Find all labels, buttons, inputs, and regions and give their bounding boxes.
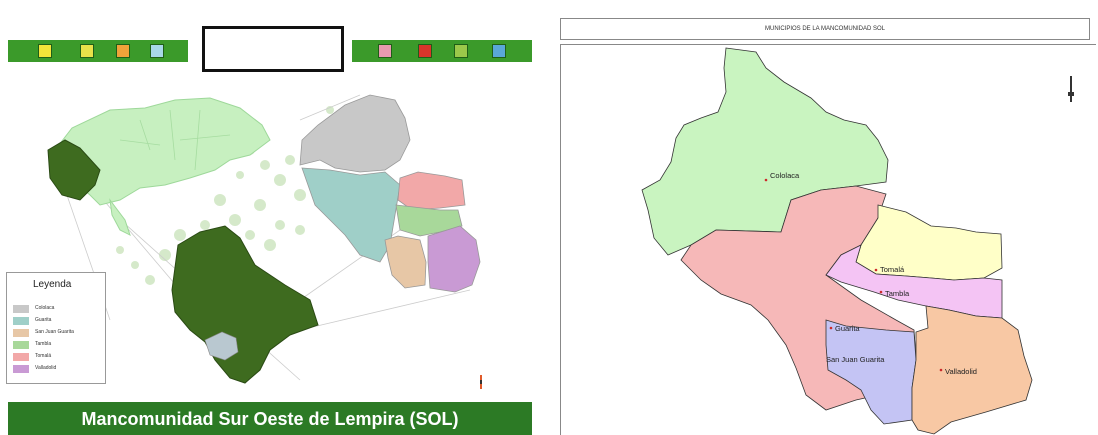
help-icon[interactable] [492, 44, 506, 58]
municipality-tomala[interactable] [855, 204, 1003, 281]
municipalities-map-panel: MUNICIPIOS DE LA MANCOMUNIDAD SOL Colola… [556, 0, 1098, 435]
legend-title: Leyenda [33, 279, 72, 290]
lempira-department-small [47, 139, 101, 201]
toolbar-left [8, 40, 188, 62]
zoom-valladolid [427, 225, 481, 293]
label-san-juan-guarita: San Juan Guarita [826, 355, 885, 364]
legend-item-valladolid: Valladolid [13, 365, 103, 375]
toolbar-right [352, 40, 532, 62]
legend-swatch [13, 353, 29, 361]
overview-map-panel: Leyenda Cololaca Guarita San Juan Guarit… [0, 0, 540, 435]
label-cololaca: Cololaca [770, 171, 800, 180]
town-markers [764, 178, 943, 372]
legend-label: San Juan Guarita [35, 329, 74, 335]
map-title-box: MUNICIPIOS DE LA MANCOMUNIDAD SOL [560, 18, 1090, 40]
legend-swatch [13, 329, 29, 337]
footer-banner: Mancomunidad Sur Oeste de Lempira (SOL) [8, 402, 532, 435]
legend-item-guarita: Guarita [13, 317, 103, 327]
zoom-guarita [301, 167, 401, 263]
legend-label: Tomalá [35, 353, 52, 359]
north-arrow-icon [480, 375, 482, 389]
zoom-tomala [397, 171, 466, 211]
legend-label: Cololaca [35, 305, 55, 311]
overview-map-svg[interactable] [0, 0, 540, 400]
lempira-department-large [171, 225, 319, 384]
scale-bar-icon [1068, 76, 1074, 102]
legend-label: Guarita [35, 317, 52, 323]
legend-swatch [13, 365, 29, 373]
label-guarita: Guarita [835, 324, 860, 333]
municipalities-map-svg[interactable]: Cololaca Tomalá Tambla Guarita San Juan … [556, 0, 1098, 435]
legend-label: Tambla [35, 341, 52, 347]
footer-title: Mancomunidad Sur Oeste de Lempira (SOL) [81, 409, 459, 429]
marker-icon[interactable] [418, 44, 432, 58]
sol-highlight-small [204, 331, 239, 361]
zoom-cololaca [299, 94, 411, 173]
legend-swatch [13, 317, 29, 325]
legend-item-san-juan-guarita: San Juan Guarita [13, 329, 103, 339]
legend-item-cololaca: Cololaca [13, 305, 103, 315]
print-icon[interactable] [116, 44, 130, 58]
title-placeholder-box [202, 26, 344, 72]
label-tomala: Tomalá [880, 265, 905, 274]
layer-icon[interactable] [38, 44, 52, 58]
map-title: MUNICIPIOS DE LA MANCOMUNIDAD SOL [764, 26, 886, 32]
save-icon[interactable] [454, 44, 468, 58]
honduras-outline [54, 97, 271, 236]
legend-item-tambla: Tambla [13, 341, 103, 351]
label-tambla: Tambla [885, 289, 910, 298]
info-icon[interactable] [80, 44, 94, 58]
municipality-valladolid[interactable] [911, 305, 1033, 435]
label-valladolid: Valladolid [945, 367, 977, 376]
map-frame [560, 44, 1096, 435]
municipality-san-juan-guarita[interactable] [825, 319, 917, 425]
map-legend: Leyenda Cololaca Guarita San Juan Guarit… [6, 272, 106, 384]
legend-swatch [13, 305, 29, 313]
legend-swatch [13, 341, 29, 349]
sol-municipalities-zoom [299, 94, 481, 293]
legend-item-tomala: Tomalá [13, 353, 103, 363]
zoom-san-juan-guarita [384, 235, 427, 289]
zoom-icon[interactable] [378, 44, 392, 58]
legend-label: Valladolid [35, 365, 57, 371]
grid-icon[interactable] [150, 44, 164, 58]
